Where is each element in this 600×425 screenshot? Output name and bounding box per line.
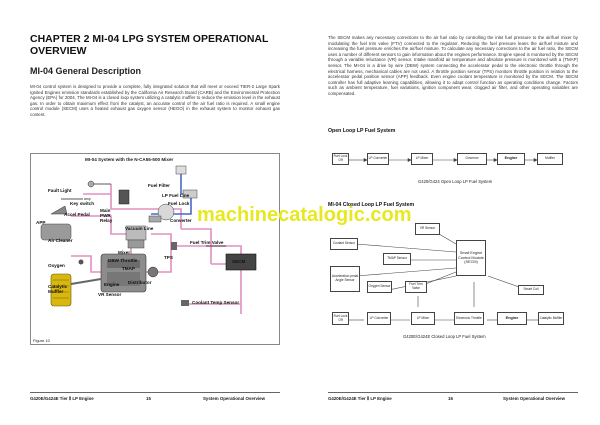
label-dbw-throttle: DBW Throttle xyxy=(108,258,138,263)
label-mixer: Mixer xyxy=(118,250,131,255)
chapter-title: CHAPTER 2 MI-04 LPG SYSTEM OPERATIONAL O… xyxy=(30,33,269,57)
intro-paragraph: MI-04 control system is designed to prov… xyxy=(30,84,280,117)
cl-box-oxygen-sensor: Oxygen Sensor xyxy=(367,281,392,293)
label-fault-light: Fault Light xyxy=(48,188,72,193)
label-fuel-lock: Fuel Lock xyxy=(168,201,190,206)
label-tps: TPS xyxy=(164,255,173,260)
open-loop-arrows xyxy=(349,158,538,162)
label-key-switch: Key switch xyxy=(70,201,94,206)
label-tmap: TMAP xyxy=(122,266,136,271)
label-converter: Converter xyxy=(170,218,192,223)
closed-loop-caption: G420E/G424E Closed Loop LP Fuel System xyxy=(403,334,486,339)
label-engine: Engine xyxy=(104,282,120,287)
cl-box-fuel-lock-off: Fuel Lock Off xyxy=(332,312,349,325)
footer-model: G420E/G424E Tier Ⅱ LP Engine xyxy=(30,396,94,401)
footer-page-number: 16 xyxy=(448,396,453,401)
footer-rule xyxy=(328,392,578,393)
footer-section: System Operational Overview xyxy=(503,396,565,401)
open-loop-caption: G420/G424 Open Loop LP Fuel System xyxy=(418,179,493,184)
ol-box-lp-converter: LP Converter xyxy=(367,153,389,165)
cl-box-electronic-throttle: Electronic Throttle xyxy=(454,312,484,325)
cl-box-fuel-trim-valve: Fuel Trim Valve xyxy=(405,281,427,293)
system-diagram xyxy=(40,165,257,314)
label-amp: amp xyxy=(84,197,91,201)
footer-page-number: 15 xyxy=(146,396,151,401)
watermark: machinecatalogic.com xyxy=(197,204,412,226)
label-air-cleaner: Air Cleaner xyxy=(48,238,73,243)
ol-box-muffler: Muffler xyxy=(537,153,563,165)
cl-box-lp-converter: LP Converter xyxy=(367,312,391,325)
closed-loop-heading: MI-04 Closed Loop LP Fuel System xyxy=(328,202,415,208)
cl-box-smart-coil: Smart Coil xyxy=(518,285,544,295)
label-fuel-trim-valve: Fuel Trim Valve xyxy=(190,240,224,245)
label-secm: SECM xyxy=(232,259,246,264)
system-figure xyxy=(30,153,280,345)
cl-box-secm: Small Engine Control Module (SECM) xyxy=(456,240,486,276)
open-loop-heading: Open Loop LP Fuel System xyxy=(328,128,396,134)
label-app: APP xyxy=(36,220,46,225)
cl-box-lp-mixer: LP Mixer xyxy=(411,312,435,325)
label-main-pwr-relay: Main PWR Relay xyxy=(100,208,113,223)
ol-box-fuel-lock-off: Fuel Lock Off xyxy=(332,153,349,165)
cl-box-tmap-sensor: TMAP Sensor xyxy=(383,253,411,265)
ol-box-lp-mixer: LP Mixer xyxy=(411,153,433,165)
footer-rule xyxy=(30,392,280,393)
label-lp-fuel-line: LP Fuel Line xyxy=(162,193,190,198)
secm-paragraph: The SECM makes any necessary corrections… xyxy=(328,35,578,96)
label-vr-sensor: VR Sensor xyxy=(98,292,122,297)
cl-box-coolant-sensor: Coolant Sensor xyxy=(330,238,358,250)
label-vacuum-line: Vacuum Line xyxy=(125,226,154,231)
cl-box-vr-sensor: VR Sensor xyxy=(415,223,440,235)
right-page: The SECM makes any necessary corrections… xyxy=(300,0,600,425)
figure-title: MI-04 System with the N-CA55-500 Mixer xyxy=(85,157,174,162)
label-coolant-temp-sensor: Coolant Temp Sensor xyxy=(192,300,240,305)
ol-box-engine: Engine xyxy=(497,153,525,165)
section-title: MI-04 General Description xyxy=(30,66,142,76)
figure-caption: Figure 10 xyxy=(33,338,50,343)
label-oxygen: Oxygen xyxy=(48,263,65,268)
footer-model: G420E/G424E Tier Ⅱ LP Engine xyxy=(328,396,392,401)
cl-box-engine: Engine xyxy=(497,312,527,325)
label-distributor: Distributor xyxy=(128,280,152,285)
cl-box-accel-pedal: Acceleration pedal Angle Sensor xyxy=(330,266,360,292)
left-page: CHAPTER 2 MI-04 LPG SYSTEM OPERATIONAL O… xyxy=(30,33,280,401)
cl-box-catalytic-muffler: Catalytic Muffler xyxy=(538,312,564,325)
footer-section: System Operational Overview xyxy=(203,396,265,401)
label-accel-pedal: Accel Pedal xyxy=(64,212,90,217)
label-catalytic-muffler: Catalytic Muffler xyxy=(48,284,68,294)
ol-box-governor: Governor xyxy=(457,153,487,165)
label-fuel-filter: Fuel Filter xyxy=(148,183,170,188)
